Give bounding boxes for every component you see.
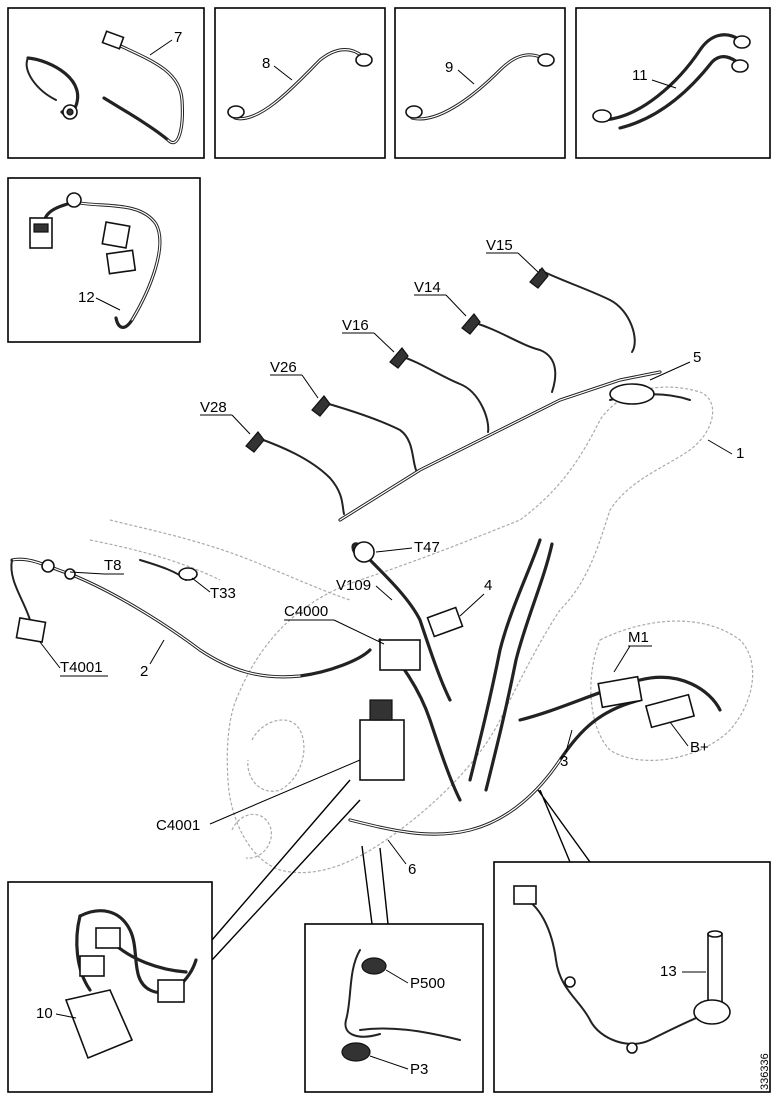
callout-arrow-sensors [361,845,389,925]
label-V109: V109 [336,577,371,594]
detail-box-11: 11 [575,7,771,159]
detail-box-sensors: P500 P3 [304,923,484,1093]
detail-box-10: 10 [7,881,213,1093]
detail-box-8: 8 [214,7,386,159]
label-B+: B+ [690,739,709,756]
detail-box-7: 7 [7,7,205,159]
central-harness [348,538,722,836]
detail-box-9: 9 [394,7,566,159]
label-12: 12 [78,289,95,306]
harness-2 [10,557,372,679]
label-C4000: C4000 [284,603,328,620]
label-M1: M1 [628,629,649,646]
label-10: 10 [36,1005,53,1022]
label-V14: V14 [414,279,441,296]
label-V28: V28 [200,399,227,416]
detail-box-13: 13 [493,861,771,1093]
label-9: 9 [445,59,453,76]
label-T47: T47 [414,539,440,556]
label-V26: V26 [270,359,297,376]
label-1: 1 [736,445,744,462]
label-5: 5 [693,349,701,366]
detail-box-12: 12 [7,177,201,343]
callout-arrow-10 [211,779,361,961]
label-T4001: T4001 [60,659,103,676]
injector-harness [245,267,691,522]
label-T8: T8 [104,557,122,574]
document-id: 336336 [759,1053,771,1090]
label-6: 6 [408,861,416,878]
label-4: 4 [484,577,492,594]
label-8: 8 [262,55,270,72]
label-7: 7 [174,29,182,46]
label-V16: V16 [342,317,369,334]
label-T33: T33 [210,585,236,602]
label-11: 11 [632,67,648,84]
label-V15: V15 [486,237,513,254]
main-labels: V15 V14 V16 V26 V28 5 1 T47 T8 V109 T33 … [39,237,744,878]
callout-arrow-13 [537,789,591,863]
label-3: 3 [560,753,568,770]
engine-outline [89,386,754,874]
label-C4001: C4001 [156,817,200,834]
label-2: 2 [140,663,148,680]
label-P3: P3 [410,1061,428,1078]
label-13: 13 [660,963,677,980]
label-P500: P500 [410,975,445,992]
